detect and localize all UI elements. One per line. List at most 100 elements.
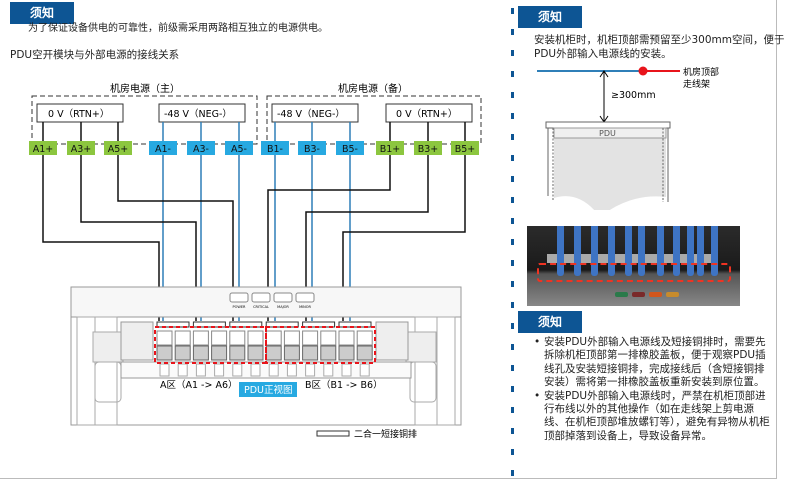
indicator-label: MINOR xyxy=(299,305,311,309)
terminal-label: A3+ xyxy=(71,144,92,155)
terminal-a3minus xyxy=(187,141,215,155)
breaker-slot xyxy=(250,363,261,377)
notice-tab-right-2: 须知 xyxy=(518,311,582,333)
terminal-b5plus xyxy=(451,141,479,155)
terminal-label: B5- xyxy=(342,144,358,155)
terminal-b5minus xyxy=(336,141,364,155)
cabinet-pdu-label: PDU xyxy=(599,129,616,138)
indicator-power xyxy=(229,292,249,303)
breaker-slot xyxy=(195,363,206,377)
wiring-diagram: 机房电源（主） 机房电源（备） 0 V（RTN+） -48 V（NEG-） -4… xyxy=(29,82,482,440)
cabinet-top xyxy=(545,121,671,129)
terminal-a1plus xyxy=(29,141,57,155)
backup-rtn-box xyxy=(385,103,473,123)
breaker-switch xyxy=(356,330,373,346)
terminal-b1minus xyxy=(261,141,289,155)
pdu-top-photo xyxy=(527,226,740,306)
backup-source-group xyxy=(266,95,482,145)
copper-bar-legend-label: 二合一短接铜排 xyxy=(354,428,417,440)
cable-tray-marker-icon xyxy=(638,66,648,76)
positive-wire xyxy=(42,155,160,321)
notice-text-right-1-line-2: PDU外部输入电源线的安装。 xyxy=(534,48,672,60)
terminal-a3plus xyxy=(67,141,95,155)
breaker-slot xyxy=(341,363,352,377)
positive-wire xyxy=(117,155,234,321)
breaker-switch xyxy=(320,330,337,346)
breaker-switch xyxy=(229,330,246,346)
backup-source-label: 机房电源（备） xyxy=(338,82,408,95)
positive-wire xyxy=(342,155,466,321)
breaker-terminal xyxy=(156,345,173,361)
breaker-switch xyxy=(338,330,355,346)
copper-bar xyxy=(192,321,226,328)
zone-a-label: A区（A1 -> A6） xyxy=(160,379,238,391)
breaker-terminal xyxy=(283,345,300,361)
terminal-label: B3- xyxy=(304,144,320,155)
terminal-a5minus xyxy=(225,141,253,155)
breaker-switch xyxy=(192,330,209,346)
breaker-slot xyxy=(323,363,334,377)
photo-highlight xyxy=(537,263,731,282)
notice-text-right-1-line-1: 安装机柜时，机柜顶部需预留至少300mm空间，便于 xyxy=(534,34,785,46)
breaker-slot xyxy=(286,363,297,377)
pdu-slot xyxy=(553,127,667,139)
terminal-label: B1+ xyxy=(380,144,401,155)
breaker-terminal xyxy=(247,345,264,361)
breaker-slot xyxy=(214,363,225,377)
breaker-slot xyxy=(268,363,279,377)
breaker-switch xyxy=(211,330,228,346)
dpdu-module-right xyxy=(375,321,409,361)
main-neg-label: -48 V（NEG-） xyxy=(164,108,232,120)
breaker-switch xyxy=(265,330,282,346)
positive-wire xyxy=(305,155,429,321)
breaker-terminal xyxy=(302,345,319,361)
section-title: PDU空开模块与外部电源的接线关系 xyxy=(10,49,180,61)
terminal-a5plus xyxy=(104,141,132,155)
breaker-slot xyxy=(232,363,243,377)
notice-bullet: 安装PDU外部输入电源线时，严禁在机柜顶部进行布线以外的其他操作（如在走线架上剪… xyxy=(534,390,774,444)
indicator-label: POWER xyxy=(233,305,247,309)
terminal-label: A1- xyxy=(155,144,171,155)
breaker-switch xyxy=(247,330,264,346)
zone-b-label: B区（B1 -> B6） xyxy=(305,379,383,391)
terminal-label: B5+ xyxy=(455,144,476,155)
front-view-badge-label: PDU正视图 xyxy=(244,384,293,396)
breaker-slot xyxy=(177,363,188,377)
main-rtn-box xyxy=(36,103,124,123)
terminal-label: B1- xyxy=(267,144,283,155)
indicator-minor xyxy=(295,292,315,303)
terminal-a1minus xyxy=(149,141,177,155)
indicator-major xyxy=(273,292,293,303)
terminal-label: A5- xyxy=(231,144,247,155)
terminal-label: A1+ xyxy=(33,144,54,155)
clearance-illustration: 机房顶部 走线架 ≥300mm PDU xyxy=(537,66,719,210)
positive-wire xyxy=(80,155,197,321)
notice-bullets-right-2: 安装PDU外部输入电源线及短接铜排时，需要先拆除机柜顶部第一排橡胶盖板，便于观察… xyxy=(534,336,774,443)
indicator-critical xyxy=(251,292,271,303)
terminal-b3plus xyxy=(414,141,442,155)
cable-tray-label-2: 走线架 xyxy=(683,78,710,90)
copper-bar-legend-icon xyxy=(316,430,350,437)
main-neg-box xyxy=(158,103,246,123)
column-divider xyxy=(511,8,514,478)
zone-a-highlight xyxy=(154,326,267,364)
terminal-label: A3- xyxy=(193,144,209,155)
breaker-terminal xyxy=(265,345,282,361)
breaker-slot xyxy=(305,363,316,377)
indicator-label: MAJOR xyxy=(277,305,289,309)
breaker-slot xyxy=(359,363,370,377)
main-source-group xyxy=(31,95,258,145)
positive-wire xyxy=(267,155,391,321)
notice-bullet: 安装PDU外部输入电源线及短接铜排时，需要先拆除机柜顶部第一排橡胶盖板，便于观察… xyxy=(534,336,774,390)
copper-bar xyxy=(229,321,263,328)
breaker-slot xyxy=(159,363,170,377)
breaker-switch xyxy=(283,330,300,346)
frame-right xyxy=(776,0,777,478)
main-rtn-label: 0 V（RTN+） xyxy=(48,108,109,120)
breaker-terminal xyxy=(174,345,191,361)
cable-tray-label-1: 机房顶部 xyxy=(683,66,719,78)
clearance-label: ≥300mm xyxy=(611,90,656,101)
breaker-terminal xyxy=(211,345,228,361)
terminal-label: B3+ xyxy=(418,144,439,155)
